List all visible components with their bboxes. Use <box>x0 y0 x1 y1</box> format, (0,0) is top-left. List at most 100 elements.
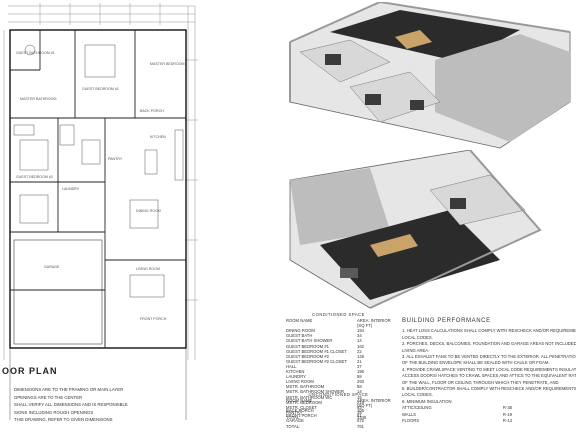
room-label: LIVING ROOM <box>136 267 160 271</box>
area-cell: 761 <box>357 423 364 429</box>
room-name-cell: BACK PORCH <box>286 408 314 414</box>
plan-note: SIONS INCLUDING ROUGH OPENINGS <box>14 409 94 415</box>
table-row: DINING ROOM 194 <box>286 328 391 333</box>
performance-note: 2. PORCHES, DECKS, BALCONIES, FOUNDATION… <box>402 341 576 347</box>
room-name-cell: GUEST BEDROOM #2 CLOSET <box>286 358 347 364</box>
room-label: GARAGE <box>44 265 60 269</box>
table-row: HALL 37 <box>286 364 391 369</box>
room-name-cell: MSTR. CLOSET <box>286 404 317 410</box>
room-name-cell: FRONT PORCH <box>286 413 317 419</box>
table-row: KITCHEN 196 <box>286 369 391 374</box>
table-row: BACK PORCH 105 <box>286 408 391 413</box>
room-name-cell: LIVING ROOM <box>286 379 314 385</box>
room-label: DINING ROOM <box>136 209 161 213</box>
area-cell: 575 <box>357 418 364 424</box>
performance-note: 6. MINIMUM INSULATION <box>402 398 452 404</box>
room-name-cell: TOTAL: <box>286 423 301 429</box>
insulation-location: WALLS <box>402 411 417 417</box>
table-row: GUEST BEDROOM #2 148 <box>286 354 391 359</box>
area-cell: 81 <box>357 413 362 419</box>
table-row: MSTR. BEDROOM 218 <box>286 400 391 405</box>
room-label: FRONT PORCH <box>140 317 167 321</box>
insulation-location: FLOORS <box>402 418 420 424</box>
table-row: MSTR. BATHROOM 58 <box>286 384 391 389</box>
room-name-cell: MSTR. BATHROOM WC <box>286 394 333 400</box>
table-row: GUEST BEDROOM #1 162 <box>286 344 391 349</box>
insulation-value: R-38 <box>502 405 512 411</box>
table-row: TOTAL: 1345 <box>286 415 391 420</box>
area-cell: 218 <box>357 399 364 405</box>
table-row: TOTAL: 761 <box>286 424 391 429</box>
performance-note: LIVING AREA. <box>402 347 430 353</box>
room-name-cell: HALL <box>286 363 297 369</box>
room-name-cell: LAUNDRY <box>286 374 306 380</box>
area-cell: 148 <box>357 353 364 359</box>
performance-title: BUILDING PERFORMANCE <box>402 318 491 324</box>
plan-notes: DIMENSIONS ARE TO THE FRAMING OR MAIN LA… <box>14 386 204 424</box>
col-name: ROOM NAME <box>286 318 313 324</box>
room-name-cell: MSTR. BEDROOM <box>286 399 322 405</box>
room-name-cell: GUEST BEDROOM #1 <box>286 343 329 349</box>
table-row: FRONT PORCH 81 <box>286 413 391 418</box>
table-header: CONDITIONED SPACE <box>312 312 365 317</box>
area-cell: 162 <box>357 343 364 349</box>
insulation-value: R-19 <box>502 411 512 417</box>
table-row: GUEST BATH 34 <box>286 333 391 338</box>
performance-note: 1. HEAT LOSS CALCULATIONS SHALL COMPLY W… <box>402 328 576 334</box>
room-label: MASTER BEDROOM <box>150 62 185 66</box>
performance-note: OF THE BUILDING ENVELOPE SHALL BE SEALED… <box>402 360 550 366</box>
area-cell: 15 <box>357 394 362 400</box>
plan-note: SHALL VERIFY ALL DIMENSIONS AND IS RESPO… <box>14 402 128 408</box>
room-label: PANTRY <box>108 157 123 161</box>
room-name-cell: GUEST BEDROOM #2 <box>286 353 329 359</box>
room-label: GUEST BEDROOM #2 <box>16 175 53 179</box>
table-row: LAUNDRY 58 <box>286 374 391 379</box>
insulation-value: R-13 <box>502 418 512 424</box>
room-name-cell: GUEST BATH <box>286 333 313 339</box>
insulation-row: ATTIC/CEILING R-38 <box>402 405 512 411</box>
area-cell: 1345 <box>357 414 367 420</box>
plan-title: OOR PLAN <box>2 366 58 376</box>
col-area: AREA: INTERIOR (SQ FT) <box>357 318 391 329</box>
area-cell: 58 <box>357 374 362 380</box>
area-cell: 293 <box>357 379 364 385</box>
col-area: AREA: INTERIOR (SQ FT) <box>357 398 391 409</box>
performance-note: LOCAL CODES. <box>402 392 433 398</box>
insulation-location: ATTIC/CEILING <box>402 405 432 411</box>
plan-note: DIMENSIONS ARE TO THE FRAMING OR MAIN LA… <box>14 387 124 392</box>
area-cell: 105 <box>357 408 364 414</box>
area-cell: 14 <box>357 338 362 344</box>
room-name-cell: DINING ROOM <box>286 328 315 334</box>
table-row: GARAGE 575 <box>286 418 391 423</box>
building-performance: BUILDING PERFORMANCE 1. HEAT LOSS CALCUL… <box>402 318 576 425</box>
room-name-cell: KITCHEN <box>286 369 305 375</box>
room-label: GUEST BATHROOM #1 <box>16 51 55 55</box>
performance-note: 4. PROVIDE CRAWLSPACE VENTING TO MEET LO… <box>402 366 576 372</box>
render-3d-bottom <box>289 150 542 309</box>
room-name-cell: MSTR. BATHROOM <box>286 384 325 390</box>
room-label: BACK PORCH <box>140 109 164 113</box>
performance-note: 5. BUILDER/CONTRACTOR SHALL COMPLY WITH … <box>402 386 576 392</box>
room-label: MASTER BATHROOM <box>20 97 56 101</box>
table-header: UNCONDITIONED SPACE <box>308 392 369 397</box>
col-name: ROOM NAME <box>286 398 313 404</box>
area-cell: 196 <box>357 369 364 375</box>
floor-plan-drawing: GUEST BATHROOM #1 GUEST BEDROOM #1 MASTE… <box>3 3 198 420</box>
area-cell: 194 <box>357 328 364 334</box>
room-name-cell: GARAGE <box>286 418 304 424</box>
insulation-row: FLOORS R-13 <box>402 418 512 424</box>
area-cell: 34 <box>357 333 362 339</box>
room-label: GUEST BEDROOM #1 <box>82 87 119 91</box>
room-name-cell: TOTAL: <box>286 414 301 420</box>
render-3d-top <box>289 2 571 149</box>
area-cell: 58 <box>357 384 362 390</box>
table-row: LIVING ROOM 293 <box>286 379 391 384</box>
room-name-cell: PANTRY <box>286 409 303 415</box>
area-cell: 37 <box>357 363 362 369</box>
table-column-headers: ROOM NAME AREA: INTERIOR (SQ FT) <box>286 318 391 328</box>
